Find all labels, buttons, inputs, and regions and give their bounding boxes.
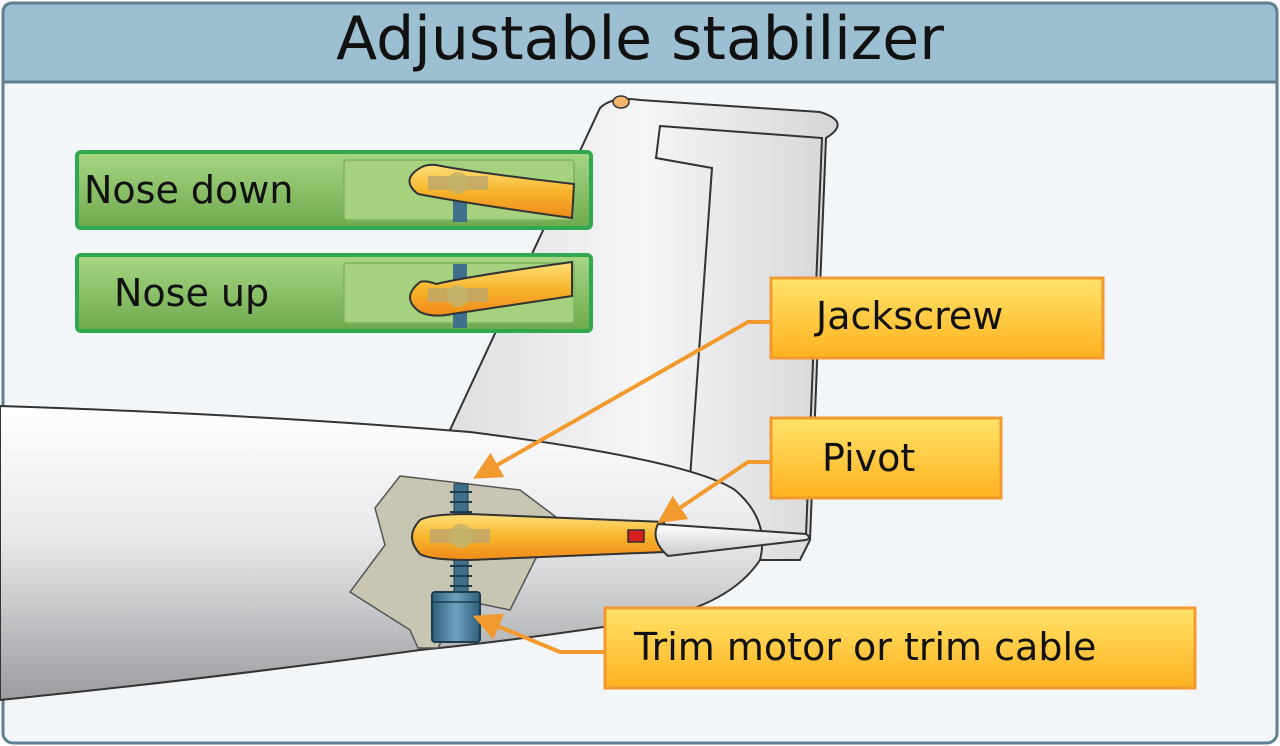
diagram-title: Adjustable stabilizer	[336, 4, 944, 74]
inset-label-nose-up: Nose up	[114, 271, 270, 315]
trim-leader-arrow	[472, 613, 605, 654]
callout-label-jackscrew: Jackscrew	[816, 294, 1004, 338]
jackscrew-leader-arrow	[473, 320, 771, 479]
inset-nose-down	[75, 150, 593, 230]
horizontal-stabilizer	[411, 512, 810, 562]
pivot-marker	[627, 529, 645, 543]
callout-box-pivot	[769, 416, 1003, 500]
callout-label-trim: Trim motor or trim cable	[634, 625, 1097, 669]
callout-box-trim	[603, 606, 1197, 690]
callout-label-pivot: Pivot	[822, 436, 916, 480]
header-bar	[1, 1, 1279, 84]
trim-motor	[431, 591, 481, 643]
pivot-leader-arrow	[657, 460, 771, 524]
inset-label-nose-down: Nose down	[84, 168, 294, 212]
callout-box-jackscrew	[769, 276, 1105, 360]
inset-nose-up	[75, 253, 593, 333]
